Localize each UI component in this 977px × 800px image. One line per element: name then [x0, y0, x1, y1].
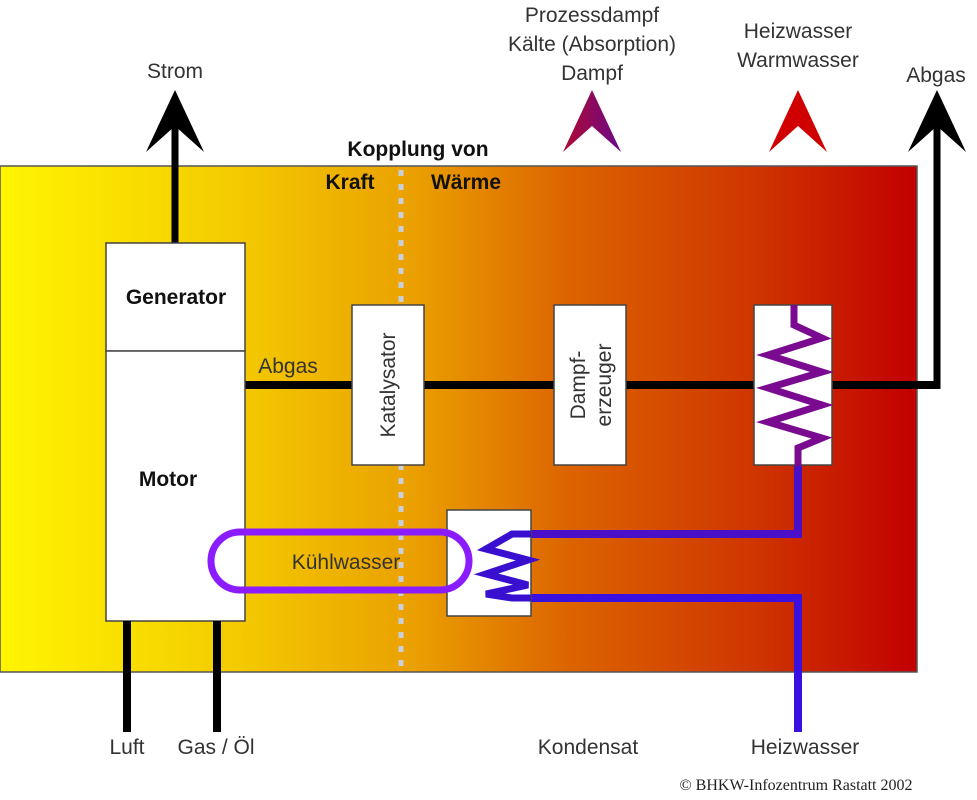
catalyst-label: Katalysator — [377, 332, 400, 437]
fuel-input-label: Gas / Öl — [177, 736, 254, 759]
generator-box — [105, 242, 246, 352]
steam-output-label-3: Dampf — [561, 62, 623, 85]
diagram-title: Kopplung von — [347, 138, 488, 161]
exhaust-output-label: Abgas — [906, 64, 966, 87]
hot-water-coil — [756, 305, 834, 466]
engine-exhaust-label: Abgas — [258, 355, 318, 378]
air-input-label: Luft — [109, 736, 144, 759]
heat-side-label: Wärme — [431, 171, 501, 194]
cooling-water-coil — [473, 530, 541, 602]
steam-generator-box — [553, 304, 627, 466]
power-output-arrow — [146, 90, 204, 243]
steam-output-label-2: Kälte (Absorption) — [508, 33, 676, 56]
heating-water-input-label: Heizwasser — [751, 736, 860, 759]
steam-output-label-1: Prozessdampf — [525, 4, 659, 27]
catalyst-box — [351, 304, 425, 466]
cooling-water-loop — [207, 528, 473, 594]
steam-generator-label-1: Dampf- — [567, 351, 590, 420]
power-output-label: Strom — [147, 60, 203, 83]
generator-label: Generator — [126, 286, 226, 309]
cooling-water-label: Kühlwasser — [292, 551, 401, 574]
heating-water-line — [510, 90, 827, 732]
hot-water-output-label-1: Heizwasser — [744, 20, 853, 43]
condensate-input-label: Kondensat — [538, 736, 639, 759]
motor-label: Motor — [139, 468, 197, 491]
copyright-notice: © BHKW-Infozentrum Rastatt 2002 — [680, 777, 913, 794]
power-side-label: Kraft — [325, 171, 374, 194]
hot-water-output-label-2: Warmwasser — [737, 49, 859, 72]
motor-box — [105, 350, 246, 622]
steam-generator-label-2: erzeuger — [593, 344, 616, 427]
